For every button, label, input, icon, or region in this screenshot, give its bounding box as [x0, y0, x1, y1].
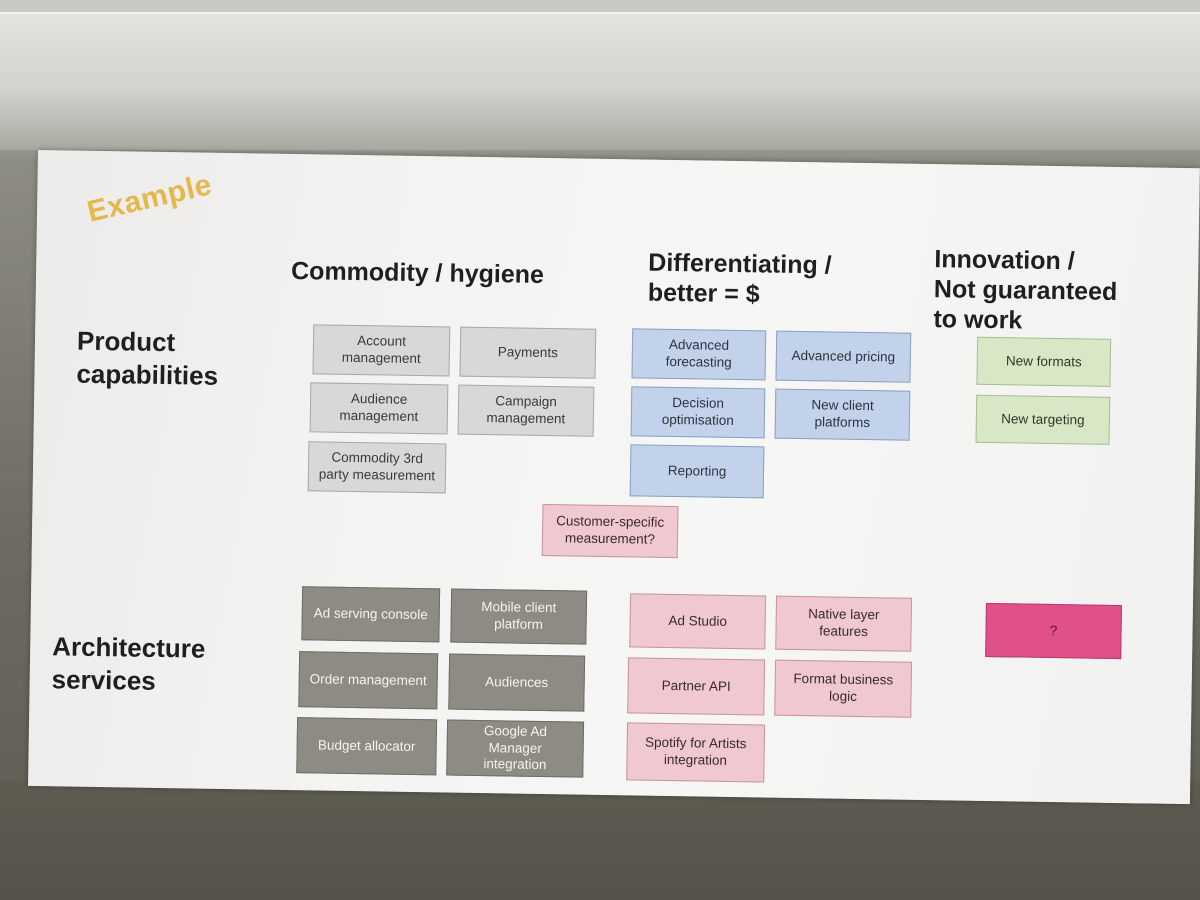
column-header-innovation-line1: Innovation /	[934, 245, 1075, 276]
box-spotify-for-artists-integration: Spotify for Artists integration	[626, 722, 766, 783]
ceiling	[0, 0, 1200, 150]
column-header-innovation-line3: to work	[933, 305, 1023, 335]
row-header-product-line1: Product	[76, 325, 176, 358]
box-new-formats: New formats	[976, 336, 1112, 387]
box-mobile-client-platform: Mobile client platform	[450, 588, 588, 645]
box-reporting: Reporting	[629, 444, 765, 499]
ceiling-strip	[0, 0, 1200, 14]
row-header-product: Product capabilities	[76, 325, 219, 392]
box-decision-optimisation: Decision optimisation	[630, 386, 766, 439]
box-partner-api: Partner API	[627, 657, 766, 716]
box-order-management: Order management	[298, 651, 439, 710]
projected-slide: Example Commodity / hygiene Differentiat…	[28, 150, 1200, 805]
column-header-commodity: Commodity / hygiene	[291, 256, 544, 290]
row-header-product-line2: capabilities	[76, 358, 219, 391]
box-account-management: Account management	[312, 324, 451, 377]
box-google-ad-manager-integration: Google Ad Manager integration	[446, 719, 585, 778]
box-audience-management: Audience management	[309, 382, 449, 435]
box-advanced-pricing: Advanced pricing	[775, 330, 912, 383]
box-advanced-forecasting: Advanced forecasting	[631, 328, 767, 381]
box-new-targeting: New targeting	[975, 394, 1111, 445]
column-header-differentiating-line1: Differentiating /	[648, 248, 832, 280]
box-customer-specific-measurement: Customer-specific measurement?	[541, 503, 679, 559]
box-payments: Payments	[459, 326, 597, 379]
box-ad-serving-console: Ad serving console	[301, 586, 441, 643]
column-header-innovation: Innovation / Not guaranteed to work	[933, 244, 1118, 337]
row-header-architecture-line1: Architecture	[51, 631, 206, 664]
box-commodity-3rd-party-measurement: Commodity 3rd party measurement	[307, 441, 447, 494]
column-header-innovation-line2: Not guaranteed	[933, 275, 1118, 306]
row-header-architecture-line2: services	[51, 663, 157, 696]
box-unknown-innovation: ?	[985, 602, 1122, 660]
column-header-differentiating: Differentiating / better = $	[648, 248, 832, 311]
column-header-differentiating-line2: better = $	[647, 278, 760, 309]
box-budget-allocator: Budget allocator	[296, 717, 438, 776]
row-header-architecture: Architecture services	[51, 630, 205, 697]
column-header-commodity-text: Commodity / hygiene	[290, 256, 545, 289]
box-campaign-management: Campaign management	[457, 384, 595, 437]
box-new-client-platforms: New client platforms	[774, 388, 911, 441]
box-format-business-logic: Format business logic	[774, 659, 913, 718]
example-label: Example	[84, 167, 216, 229]
box-ad-studio: Ad Studio	[629, 593, 767, 650]
box-audiences: Audiences	[448, 653, 586, 712]
box-native-layer-features: Native layer features	[775, 595, 913, 652]
